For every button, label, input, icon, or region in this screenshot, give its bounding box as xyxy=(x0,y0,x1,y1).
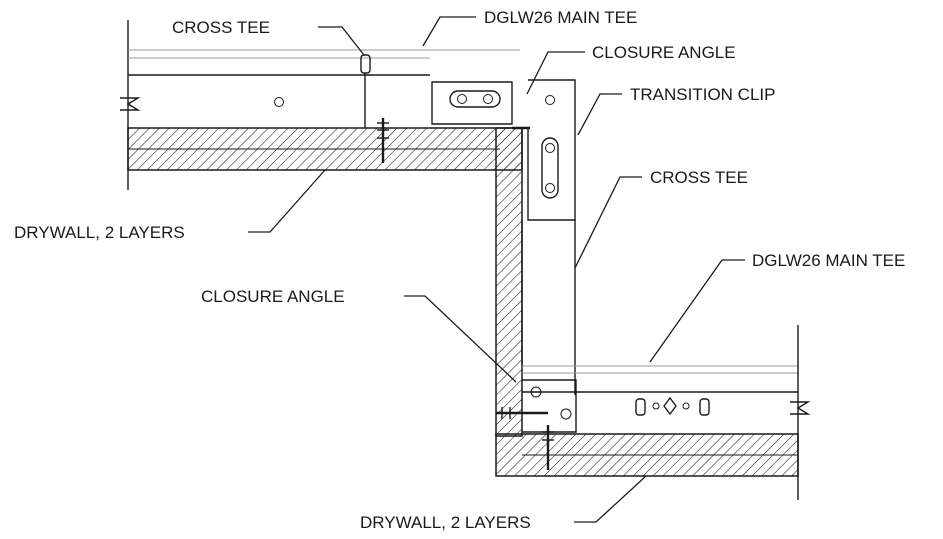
vertical-drywall xyxy=(495,127,523,437)
upper-screw xyxy=(377,118,389,163)
vertical-cross-tee xyxy=(521,220,576,395)
lower-drywall xyxy=(495,433,799,477)
leader-lines xyxy=(248,16,745,523)
upper-cross-tee xyxy=(360,54,371,128)
upper-closure-angle xyxy=(431,81,530,130)
upper-clip-slot xyxy=(449,90,501,108)
label-main-tee-lower: DGLW26 MAIN TEE xyxy=(752,251,905,270)
label-cross-tee-right: CROSS TEE xyxy=(650,168,748,187)
label-drywall-upper: DRYWALL, 2 LAYERS xyxy=(14,223,185,242)
lower-closure-angle xyxy=(522,379,577,433)
lower-main-tee xyxy=(522,325,811,500)
upper-drywall xyxy=(127,127,523,171)
label-cross-tee-top: CROSS TEE xyxy=(172,18,270,37)
label-transition-clip: TRANSITION CLIP xyxy=(630,85,775,104)
label-closure-angle-lower: CLOSURE ANGLE xyxy=(201,287,345,306)
slot-hole xyxy=(274,97,284,107)
label-main-tee-top: DGLW26 MAIN TEE xyxy=(484,8,637,27)
transition-clip xyxy=(527,79,576,221)
lower-tee-slots xyxy=(635,396,710,416)
label-drywall-lower: DRYWALL, 2 LAYERS xyxy=(360,513,531,532)
label-closure-angle-top: CLOSURE ANGLE xyxy=(592,43,736,62)
lower-screws xyxy=(496,407,554,470)
